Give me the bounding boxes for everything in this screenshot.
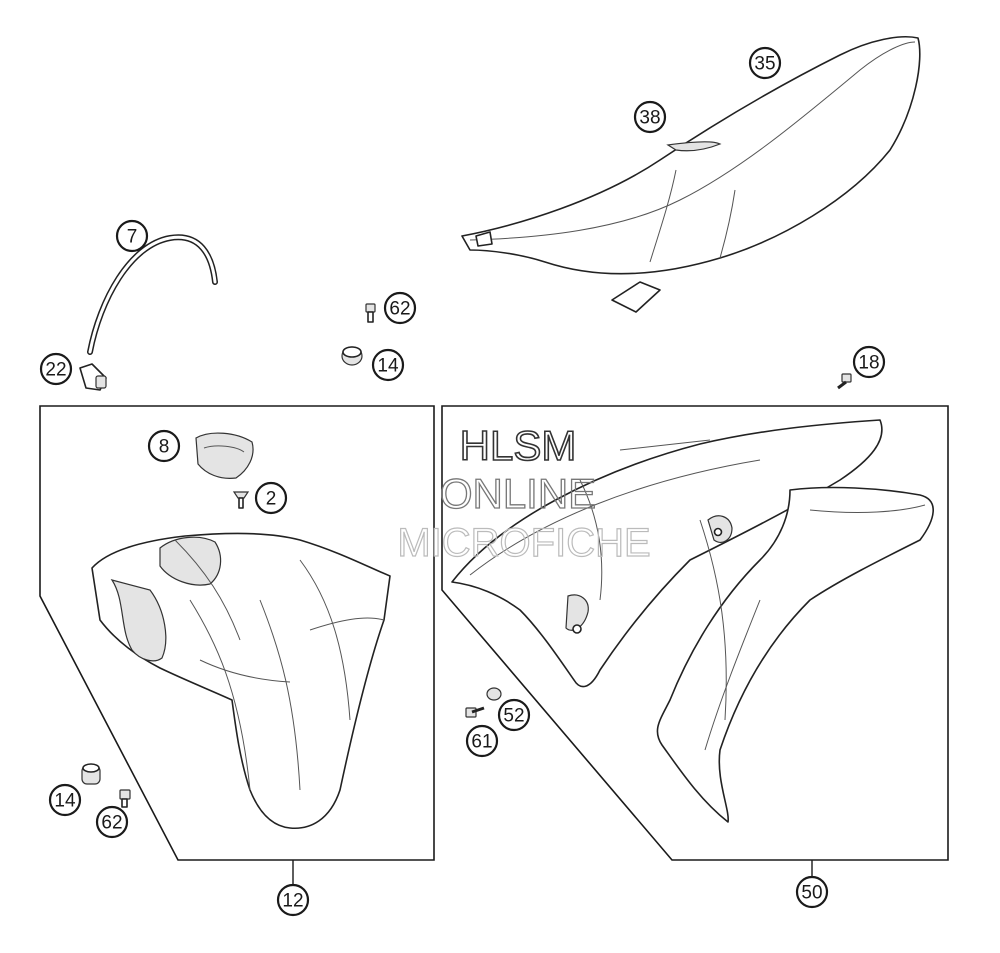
callout-62-bottom[interactable]: 62 xyxy=(95,805,129,839)
watermark-line2: ONLINE xyxy=(440,470,596,517)
callout-14-bottom-label: 14 xyxy=(54,791,76,812)
callout-61[interactable]: 61 xyxy=(465,724,499,758)
callout-52[interactable]: 52 xyxy=(497,698,531,732)
callout-14-top-label: 14 xyxy=(377,356,399,377)
callout-62-top-label: 62 xyxy=(389,299,410,320)
screw-2 xyxy=(232,491,250,509)
screw-bottom xyxy=(119,789,131,808)
fuel-cap xyxy=(195,432,254,479)
callout-2-label: 2 xyxy=(266,489,277,510)
callout-61-label: 61 xyxy=(471,732,492,753)
callout-8-label: 8 xyxy=(159,437,170,458)
fuel-tank-group-frame xyxy=(39,405,435,861)
spoiler-group-frame xyxy=(441,405,949,861)
callout-7[interactable]: 7 xyxy=(115,219,149,253)
fuel-tank xyxy=(91,532,391,830)
callout-50[interactable]: 50 xyxy=(795,875,829,909)
nut-52 xyxy=(486,687,502,701)
callout-22[interactable]: 22 xyxy=(39,352,73,386)
radiator-spoiler-right xyxy=(656,486,934,823)
callout-14-top[interactable]: 14 xyxy=(371,348,405,382)
watermark-line1: HLSM xyxy=(460,422,577,469)
callout-62-bottom-label: 62 xyxy=(101,813,122,834)
watermark-line3: MICROFICHE xyxy=(397,521,650,565)
callout-7-label: 7 xyxy=(127,227,138,248)
elbow-fitting xyxy=(79,363,107,391)
breather-hose-inner xyxy=(88,235,217,354)
callout-52-label: 52 xyxy=(503,706,524,727)
callout-22-label: 22 xyxy=(45,360,66,381)
callout-38[interactable]: 38 xyxy=(633,100,667,134)
callout-18[interactable]: 18 xyxy=(852,345,886,379)
callout-35[interactable]: 35 xyxy=(748,46,782,80)
callout-18-label: 18 xyxy=(858,353,879,374)
callout-12[interactable]: 12 xyxy=(276,883,310,917)
radiator-spoiler-left xyxy=(451,419,883,688)
screw-18 xyxy=(837,373,852,390)
bushing-top xyxy=(341,346,363,366)
callout-62-top[interactable]: 62 xyxy=(383,291,417,325)
callout-2[interactable]: 2 xyxy=(254,481,288,515)
callout-14-bottom[interactable]: 14 xyxy=(48,783,82,817)
callout-12-label: 12 xyxy=(282,891,303,912)
callout-38-label: 38 xyxy=(639,108,660,129)
screw-top xyxy=(365,303,376,323)
callout-8[interactable]: 8 xyxy=(147,429,181,463)
callout-35-label: 35 xyxy=(754,54,775,75)
seat xyxy=(461,35,921,313)
screw-61 xyxy=(465,706,485,718)
bushing-bottom xyxy=(81,763,101,785)
callout-50-label: 50 xyxy=(801,883,822,904)
watermark: HLSM ONLINE MICROFICHE xyxy=(397,421,652,565)
